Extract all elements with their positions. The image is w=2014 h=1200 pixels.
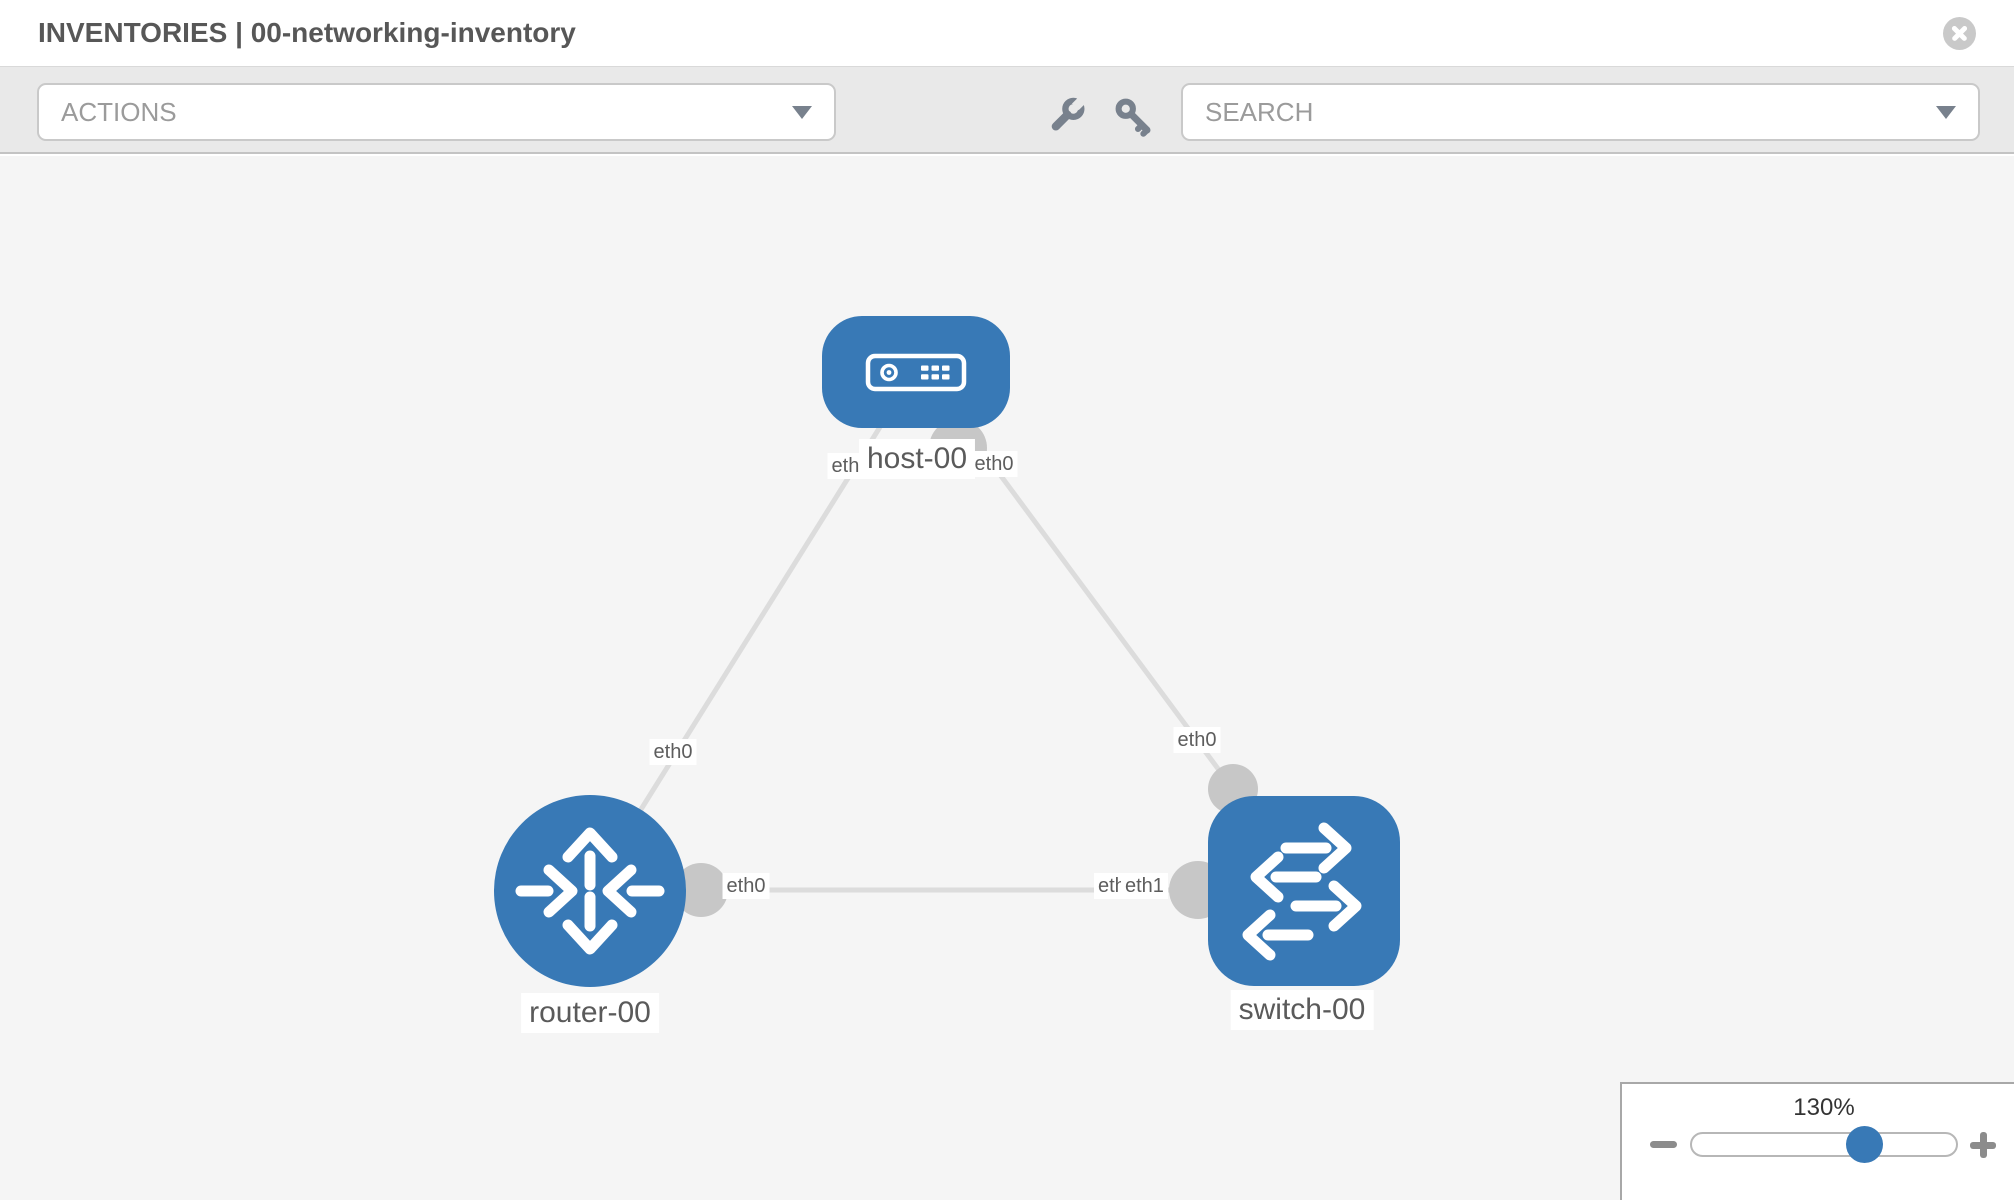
wrench-icon — [1051, 96, 1086, 131]
key-icon — [1115, 98, 1151, 137]
node-label-router: router-00 — [521, 993, 659, 1033]
toolbar: ACTIONS SEARCH — [0, 67, 2014, 154]
zoom-in-button[interactable] — [1970, 1132, 1996, 1158]
zoom-level-value: 130% — [1793, 1094, 1855, 1121]
router-icon — [515, 827, 665, 955]
zoom-slider[interactable] — [1690, 1132, 1958, 1157]
topology-canvas[interactable]: eth0 eth0 eth0 eth0 eth0 eth0 eth1 host-… — [0, 156, 2014, 1200]
host-icon — [865, 353, 967, 392]
page-title: INVENTORIES | 00-networking-inventory — [38, 17, 576, 48]
interface-label: eth0 — [722, 873, 770, 899]
connector-router-right — [674, 863, 728, 917]
switch-icon — [1242, 822, 1362, 961]
interface-label: eth1 — [1121, 873, 1168, 899]
close-button[interactable] — [1943, 17, 1976, 50]
node-switch[interactable] — [1208, 796, 1400, 986]
node-label-switch: switch-00 — [1230, 990, 1374, 1030]
configure-button[interactable] — [1046, 95, 1090, 139]
header: INVENTORIES | 00-networking-inventory — [0, 0, 2014, 67]
interface-label: eth0 — [1173, 727, 1221, 753]
credentials-button[interactable] — [1112, 95, 1156, 139]
zoom-slider-knob[interactable] — [1846, 1126, 1883, 1163]
search-dropdown[interactable]: SEARCH — [1181, 83, 1980, 141]
node-label-host: host-00 — [858, 439, 976, 479]
chevron-down-icon — [792, 105, 812, 119]
interface-label: eth0 — [970, 451, 1018, 477]
node-router[interactable] — [494, 795, 686, 987]
search-dropdown-label: SEARCH — [1205, 96, 1314, 127]
node-host[interactable] — [822, 316, 1010, 428]
zoom-panel: 130% — [1620, 1082, 2014, 1200]
actions-dropdown-label: ACTIONS — [61, 96, 177, 127]
interface-label: eth0 — [649, 739, 697, 765]
actions-dropdown[interactable]: ACTIONS — [37, 83, 836, 141]
chevron-down-icon — [1936, 105, 1956, 119]
zoom-out-button[interactable] — [1650, 1141, 1677, 1148]
